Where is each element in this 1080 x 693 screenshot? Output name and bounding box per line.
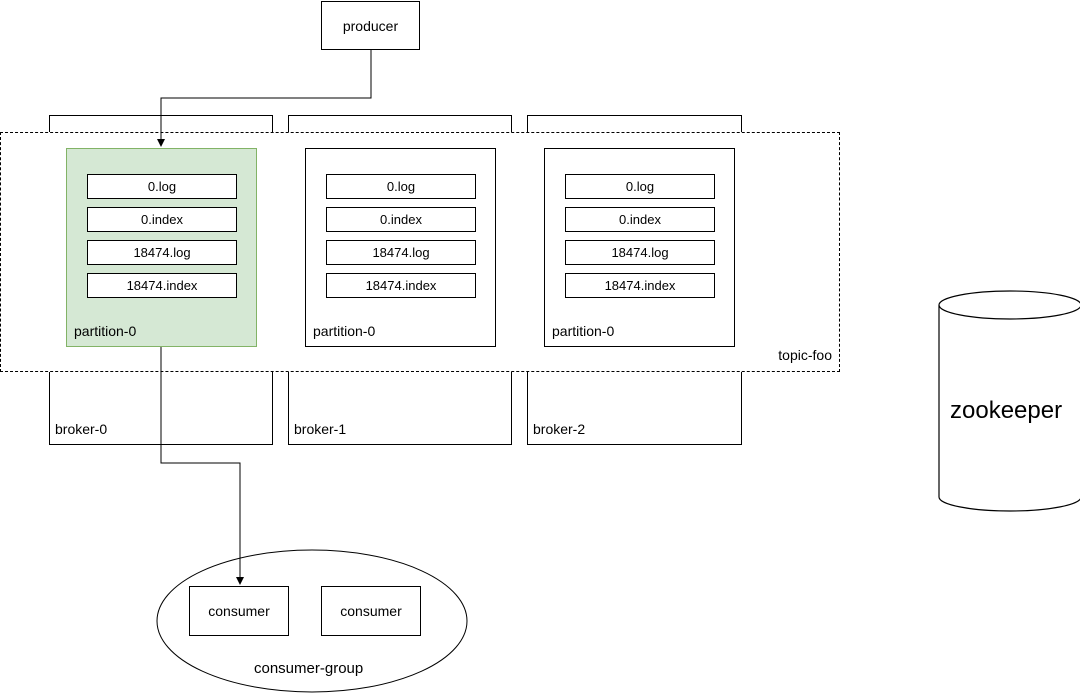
file-0-log[interactable]: 0.log xyxy=(565,174,715,199)
file-18474-index[interactable]: 18474.index xyxy=(326,273,476,298)
consumer-label: consumer xyxy=(208,603,270,619)
file-18474-index[interactable]: 18474.index xyxy=(565,273,715,298)
partition-to-consumer-connector xyxy=(160,347,244,585)
file-0-index[interactable]: 0.index xyxy=(565,207,715,232)
topic-frame[interactable]: topic-foo xyxy=(0,132,840,372)
consumer-2[interactable]: consumer xyxy=(321,586,421,636)
zookeeper-label: zookeeper xyxy=(950,397,1063,424)
producer-node[interactable]: producer xyxy=(321,1,420,50)
file-18474-log[interactable]: 18474.log xyxy=(326,240,476,265)
consumer-label: consumer xyxy=(340,603,402,619)
consumer-group-ellipse[interactable] xyxy=(156,549,468,693)
producer-label: producer xyxy=(342,17,399,34)
producer-to-partition-connector xyxy=(157,50,372,147)
partition-0-broker-0[interactable]: 0.log 0.index 18474.log 18474.index part… xyxy=(66,148,257,347)
partition-label: partition-0 xyxy=(552,323,615,339)
file-18474-index[interactable]: 18474.index xyxy=(87,273,237,298)
partition-label: partition-0 xyxy=(74,323,137,339)
partition-0-broker-2[interactable]: 0.log 0.index 18474.log 18474.index part… xyxy=(544,148,735,347)
zookeeper-cylinder[interactable] xyxy=(938,290,1080,512)
file-0-index[interactable]: 0.index xyxy=(87,207,237,232)
partition-label: partition-0 xyxy=(313,323,376,339)
file-18474-log[interactable]: 18474.log xyxy=(87,240,237,265)
consumer-group-label: consumer-group xyxy=(254,660,364,677)
broker-0-label: broker-0 xyxy=(55,421,108,437)
topic-label: topic-foo xyxy=(778,347,832,363)
file-0-index[interactable]: 0.index xyxy=(326,207,476,232)
file-18474-log[interactable]: 18474.log xyxy=(565,240,715,265)
file-0-log[interactable]: 0.log xyxy=(326,174,476,199)
consumer-1[interactable]: consumer xyxy=(189,586,289,636)
file-0-log[interactable]: 0.log xyxy=(87,174,237,199)
broker-1-label: broker-1 xyxy=(294,421,347,437)
partition-0-broker-1[interactable]: 0.log 0.index 18474.log 18474.index part… xyxy=(305,148,496,347)
broker-2-label: broker-2 xyxy=(533,421,586,437)
